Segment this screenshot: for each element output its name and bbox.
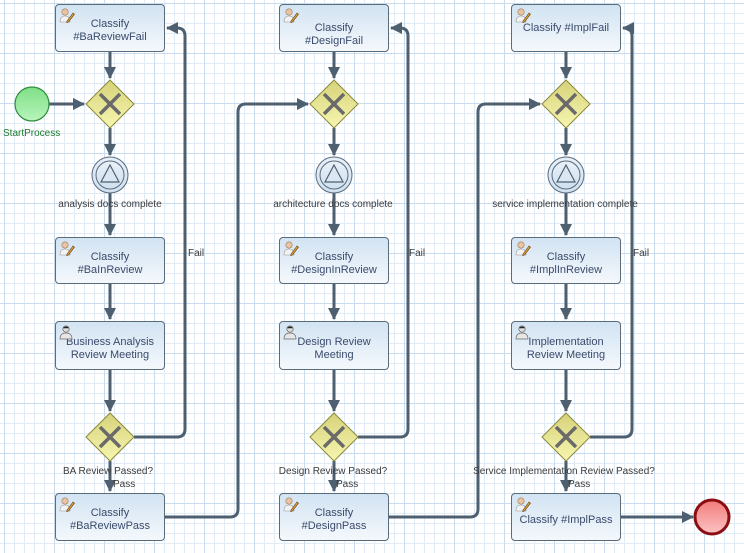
exclusive-gateway-x-icon — [322, 92, 346, 116]
user-pencil-icon — [283, 8, 299, 23]
task-impl-pass[interactable]: Classify #ImplPass — [511, 493, 621, 541]
signal-triangle-icon — [100, 163, 120, 183]
user-pencil-icon — [59, 241, 75, 256]
exclusive-gateway-x-icon — [554, 92, 578, 116]
user-icon — [283, 325, 297, 340]
user-pencil-icon — [515, 497, 531, 512]
flow-decision-fail-loop — [134, 22, 187, 439]
exclusive-gateway-x-icon — [554, 425, 578, 449]
pass-label: Pass — [113, 479, 136, 490]
user-pencil-icon — [515, 241, 531, 256]
task-label: Classify #DesignFail — [304, 22, 364, 47]
user-icon — [515, 325, 529, 340]
event-label: service implementation complete — [492, 199, 638, 210]
task-label: Classify #ImplPass — [519, 513, 613, 526]
decision-label: Design Review Passed? — [278, 466, 388, 477]
task-label: Business Analysis Review Meeting — [65, 335, 155, 361]
task-design-fail[interactable]: Classify #DesignFail — [279, 4, 389, 52]
shapes — [14, 79, 731, 536]
task-label: Classify #DesignPass — [301, 507, 367, 532]
task-label: Design Review Meeting — [297, 335, 371, 361]
user-icon — [59, 325, 73, 340]
event-label: architecture docs complete — [273, 199, 393, 210]
merge-gateway[interactable] — [309, 79, 359, 129]
user-pencil-icon — [283, 241, 299, 256]
exclusive-gateway-x-icon — [322, 425, 346, 449]
task-impl-in-review[interactable]: Classify #ImplInReview — [511, 237, 621, 284]
exclusive-gateway-x-icon — [98, 425, 122, 449]
flow-decision-fail-loop — [358, 22, 410, 439]
event-label: analysis docs complete — [58, 199, 162, 210]
task-design-pass[interactable]: Classify #DesignPass — [279, 493, 389, 541]
user-pencil-icon — [59, 8, 75, 23]
merge-gateway[interactable] — [541, 79, 591, 129]
task-ba-review-pass[interactable]: Classify #BaReviewPass — [55, 493, 165, 541]
intermediate-signal-event[interactable] — [91, 156, 129, 194]
task-impl-fail[interactable]: Classify #ImplFail — [511, 4, 621, 52]
task-label: Classify #ImplInReview — [529, 250, 603, 276]
signal-triangle-icon — [556, 163, 576, 183]
task-label: Classify #BaReviewPass — [69, 507, 151, 532]
task-design-review-meeting[interactable]: Design Review Meeting — [279, 321, 389, 370]
task-impl-review-meeting[interactable]: Implementation Review Meeting — [511, 321, 621, 370]
signal-triangle-icon — [324, 163, 344, 183]
task-label: Classify #ImplFail — [522, 22, 610, 34]
fail-label: Fail — [409, 248, 426, 259]
merge-gateway[interactable] — [85, 79, 135, 129]
start-event-label: StartProcess — [3, 128, 61, 139]
user-pencil-icon — [515, 8, 531, 23]
pass-label: Pass — [336, 479, 359, 490]
flow-pass-to-next-stage — [389, 98, 541, 519]
pass-label: Pass — [568, 479, 591, 490]
intermediate-signal-event[interactable] — [315, 156, 353, 194]
intermediate-signal-event[interactable] — [547, 156, 585, 194]
decision-gateway[interactable] — [309, 412, 359, 462]
end-event-icon[interactable] — [693, 498, 731, 536]
connectors — [49, 22, 694, 523]
task-ba-review-meeting[interactable]: Business Analysis Review Meeting — [55, 321, 165, 370]
task-label: Classify #DesignInReview — [291, 250, 377, 276]
exclusive-gateway-x-icon — [98, 92, 122, 116]
task-ba-in-review[interactable]: Classify #BaInReview — [55, 237, 165, 284]
task-ba-review-fail[interactable]: Classify #BaReviewFail — [55, 4, 165, 52]
decision-gateway[interactable] — [541, 412, 591, 462]
flow-decision-fail-loop — [590, 22, 634, 439]
user-pencil-icon — [283, 497, 299, 512]
decision-label: BA Review Passed? — [62, 466, 154, 477]
task-label: Classify #BaInReview — [77, 250, 143, 276]
fail-label: Fail — [188, 248, 205, 259]
fail-label: Fail — [633, 248, 650, 259]
flow-pass-to-next-stage — [165, 98, 309, 519]
start-event-icon[interactable] — [14, 86, 50, 122]
task-label: Classify #BaReviewFail — [73, 18, 147, 43]
decision-gateway[interactable] — [85, 412, 135, 462]
user-pencil-icon — [59, 497, 75, 512]
task-label: Implementation Review Meeting — [526, 335, 606, 361]
task-design-in-review[interactable]: Classify #DesignInReview — [279, 237, 389, 284]
decision-label: Service Implementation Review Passed? — [473, 466, 655, 477]
